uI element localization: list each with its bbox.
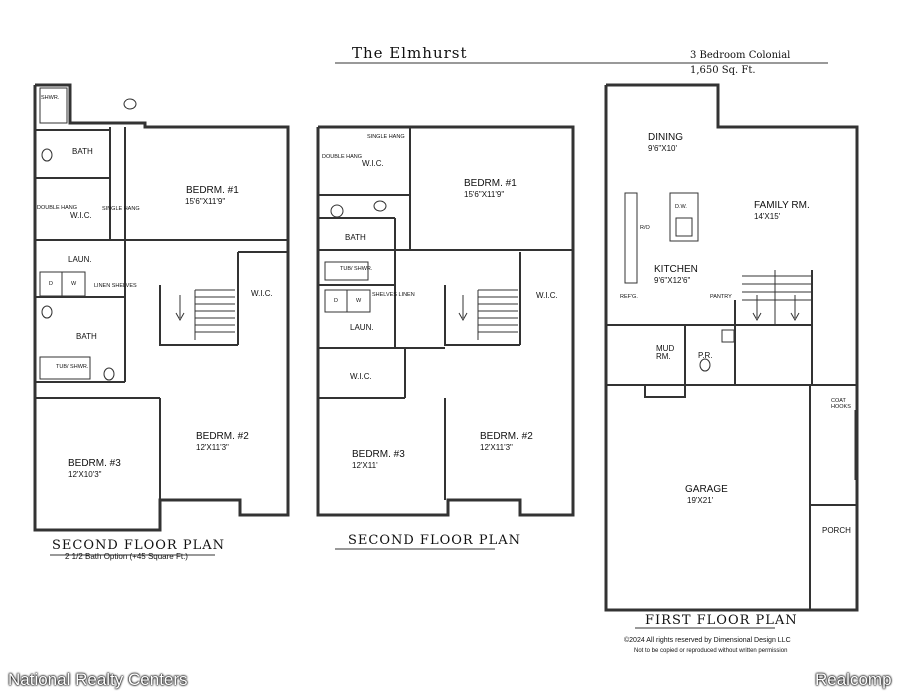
plan-style: 3 Bedroom Colonial: [690, 50, 791, 61]
wic-label: W.I.C.: [70, 211, 92, 220]
dryer-label: D: [49, 281, 53, 287]
bedroom-3-label: BEDRM. #3: [68, 458, 121, 469]
laundry-label: LAUN.: [68, 255, 92, 264]
tub-shower-label: TUB/ SHWR.: [56, 364, 89, 370]
pantry-label: PANTRY: [710, 294, 732, 300]
bedroom-1-b-label: BEDRM. #1: [464, 178, 517, 189]
wic-lower-b-label: W.I.C.: [350, 372, 372, 381]
bedroom-2-b-label: BEDRM. #2: [480, 431, 533, 442]
notice-text: Not to be copied or reproduced without w…: [634, 648, 788, 654]
plan-a-caption: SECOND FLOOR PLAN: [52, 538, 225, 553]
family-room-label: FAMILY RM.: [754, 200, 810, 211]
single-hang-b-label: SINGLE HANG: [367, 134, 405, 140]
bath-label: BATH: [72, 147, 93, 156]
dishwasher-label: D.W.: [675, 204, 687, 210]
stairs-first: [742, 270, 812, 325]
range-oven-label: R/O: [640, 225, 650, 231]
coat-hooks-label: COAT HOOKS: [831, 398, 851, 410]
porch-label: PORCH: [822, 526, 851, 535]
second-floor-plan-b-walls: [316, 125, 575, 517]
garage-label: GARAGE: [685, 484, 728, 495]
family-room-dim: 14'X15': [754, 212, 781, 221]
wic-right-label: W.I.C.: [251, 289, 273, 298]
double-hang-label: DOUBLE HANG: [37, 205, 78, 211]
second-floor-plan-a-walls: [33, 83, 290, 532]
shelves-linen-b-label: SHELVES LINEN: [372, 292, 415, 298]
linen-shelves-label: LINEN SHELVES: [94, 283, 137, 289]
bedroom-2-label: BEDRM. #2: [196, 431, 249, 442]
dining-dim: 9'6"X10': [648, 144, 678, 153]
dining-label: DINING: [648, 132, 683, 143]
kitchen-dim: 9'6"X12'6": [654, 276, 691, 285]
stairs-b: [458, 289, 518, 340]
stairs-a: [175, 289, 235, 340]
washer-b-label: W: [356, 298, 362, 304]
mud-room-label: MUD RM.: [656, 344, 675, 361]
wic-b-label: W.I.C.: [362, 159, 384, 168]
bedroom-2-dim: 12'X11'3": [196, 443, 229, 452]
watermark-left: National Realty Centers: [8, 670, 188, 689]
bath-lower-label: BATH: [76, 332, 97, 341]
watermark-right: Realcomp: [815, 670, 892, 689]
first-floor-caption: FIRST FLOOR PLAN: [645, 613, 798, 628]
wic-right-b-label: W.I.C.: [536, 291, 558, 300]
laundry-b-label: LAUN.: [350, 323, 374, 332]
garage-dim: 19'X21': [687, 496, 714, 505]
plan-title: The Elmhurst: [352, 44, 468, 62]
tub-shower-b-label: TUB/ SHWR.: [340, 266, 373, 272]
first-floor-plan-walls: [604, 83, 859, 612]
bedroom-3-dim: 12'X10'3": [68, 470, 102, 479]
refrigerator-label: REF'G.: [620, 294, 638, 300]
copyright-text: ©2024 All rights reserved by Dimensional…: [624, 637, 791, 644]
bedroom-1-dim: 15'6"X11'9": [185, 197, 226, 206]
powder-room-label: P.R.: [698, 351, 713, 360]
single-hang-label: SINGLE HANG: [102, 206, 140, 212]
plan-area: 1,650 Sq. Ft.: [690, 65, 756, 76]
bedroom-3-b-label: BEDRM. #3: [352, 449, 405, 460]
shower-label: SHWR.: [41, 95, 60, 101]
kitchen-label: KITCHEN: [654, 264, 698, 275]
plan-a-note: 2 1/2 Bath Option (+45 Square Ft.): [65, 552, 188, 561]
bath-b-label: BATH: [345, 233, 366, 242]
bedroom-3-b-dim: 12'X11': [352, 461, 378, 470]
double-hang-b-label: DOUBLE HANG: [322, 154, 363, 160]
bedroom-2-b-dim: 12'X11'3": [480, 443, 513, 452]
bedroom-1-label: BEDRM. #1: [186, 185, 239, 196]
washer-label: W: [71, 281, 77, 287]
plan-b-caption: SECOND FLOOR PLAN: [348, 533, 521, 548]
bedroom-1-b-dim: 15'6"X11'9": [464, 190, 505, 199]
dryer-b-label: D: [334, 298, 338, 304]
